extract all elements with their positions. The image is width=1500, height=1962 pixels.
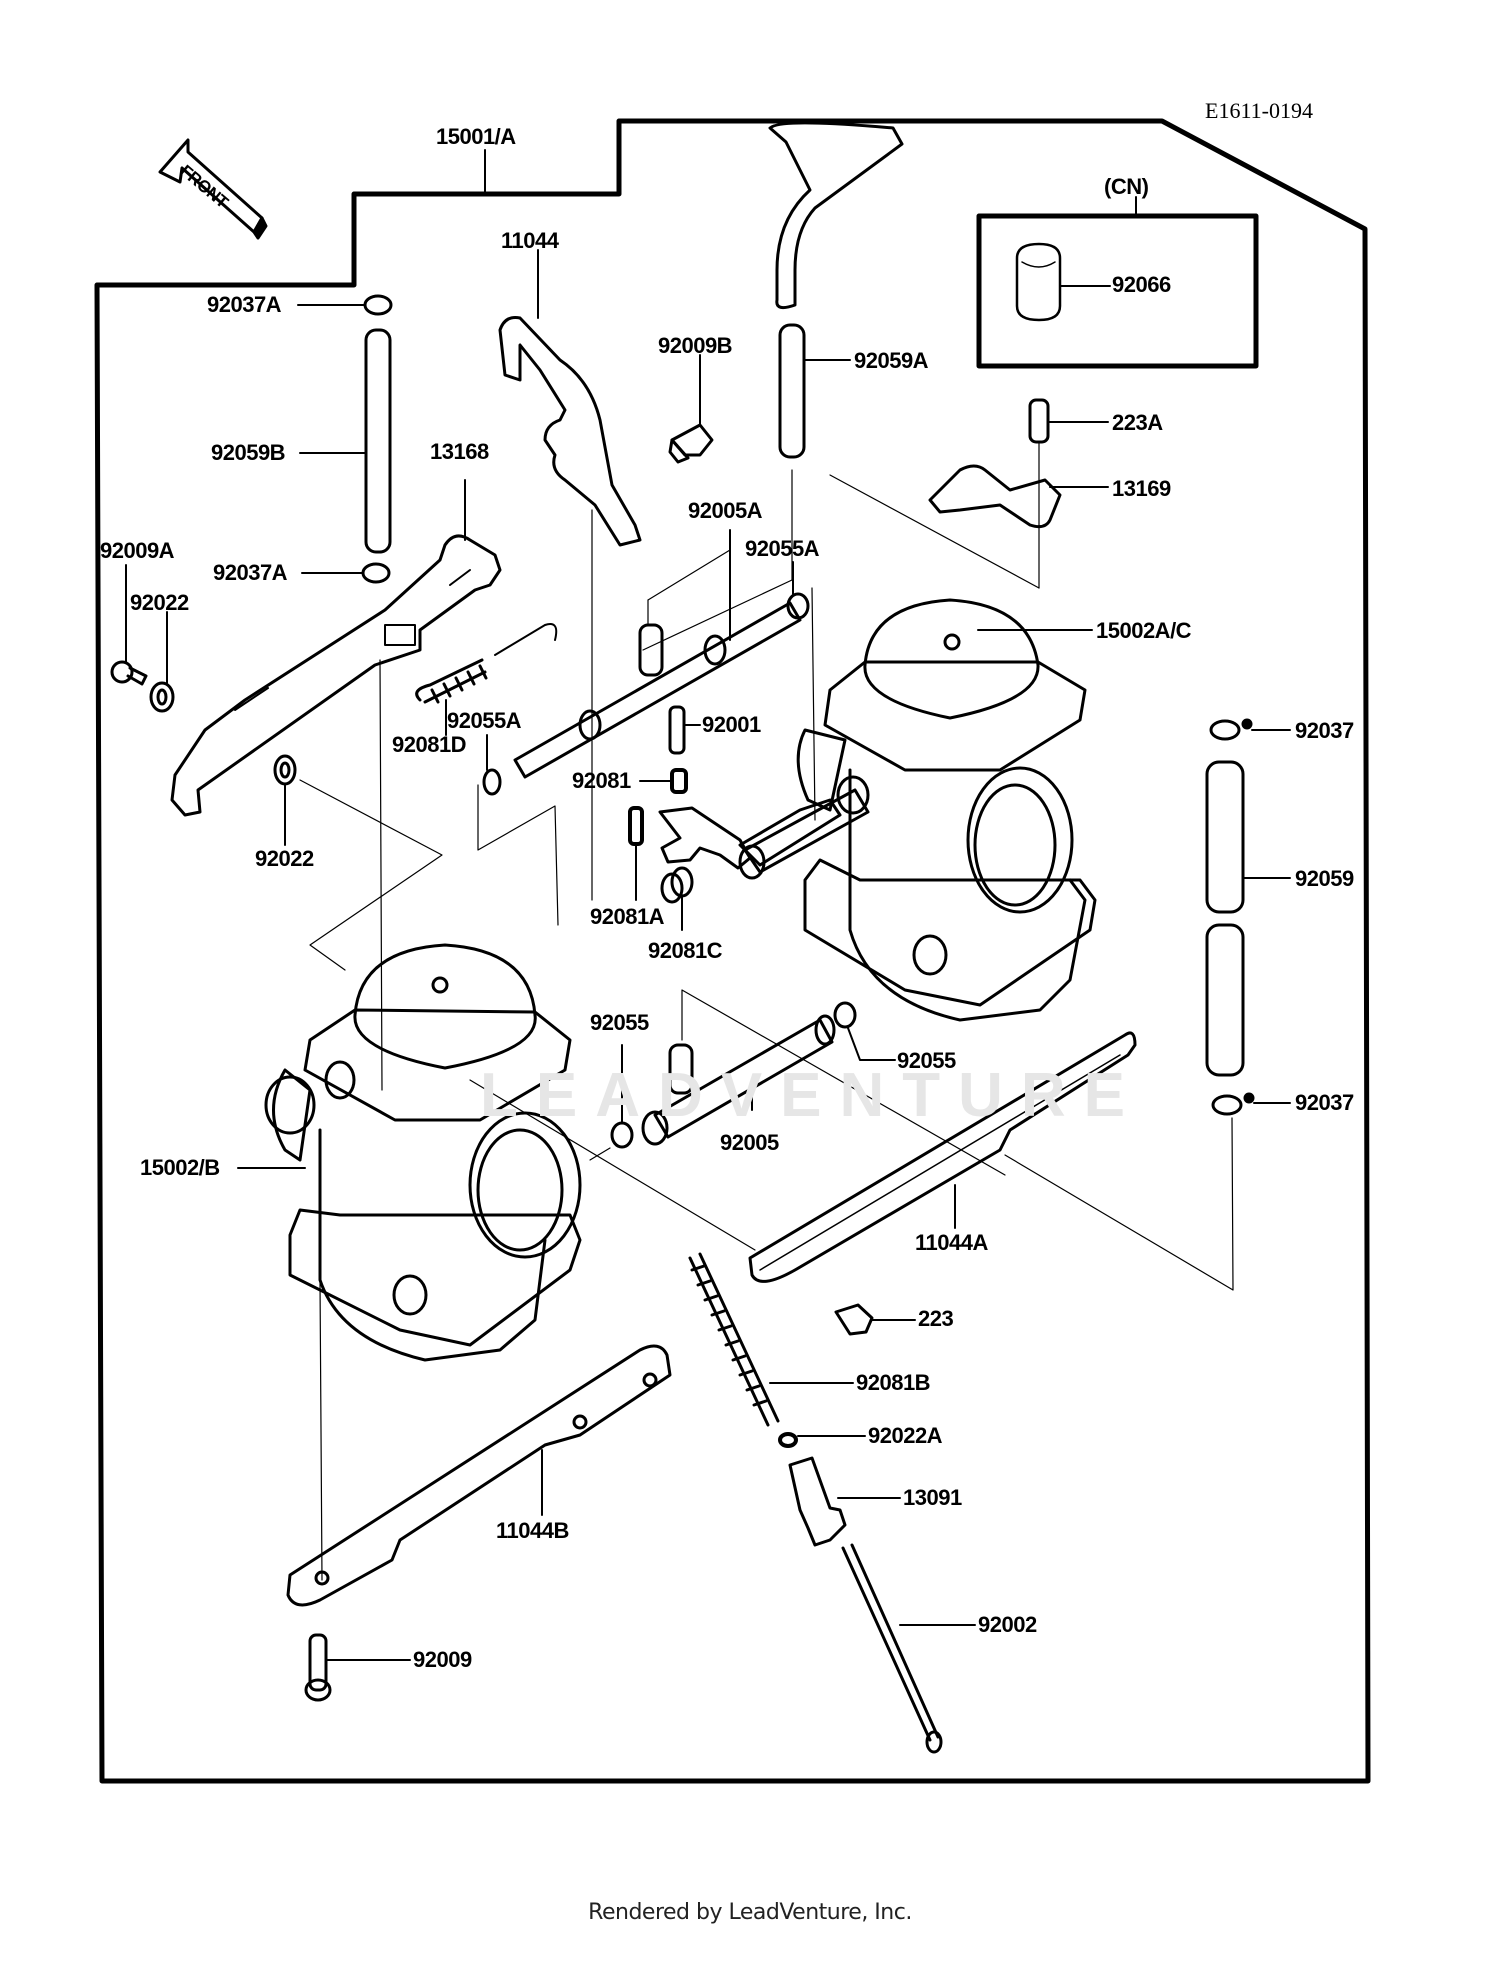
washer-92022A bbox=[780, 1434, 865, 1446]
spring-92081A bbox=[630, 808, 642, 900]
spring-92081B bbox=[690, 1254, 853, 1425]
label-cn: (CN) bbox=[1104, 174, 1149, 199]
guide-line bbox=[470, 1080, 755, 1250]
label-92066[interactable]: 92066 bbox=[1112, 272, 1171, 297]
clamp-92037A-top bbox=[298, 296, 391, 314]
footer-credit: Rendered by LeadVenture, Inc. bbox=[588, 1900, 912, 1925]
label-92037A-top[interactable]: 92037A bbox=[207, 292, 282, 317]
label-11044A[interactable]: 11044A bbox=[915, 1230, 988, 1255]
label-92005[interactable]: 92005 bbox=[720, 1130, 779, 1155]
label-92037-lower[interactable]: 92037 bbox=[1295, 1090, 1354, 1115]
washer-92022-center bbox=[275, 756, 442, 970]
label-92002[interactable]: 92002 bbox=[978, 1612, 1037, 1637]
fitting-92005A bbox=[515, 530, 800, 777]
label-13091[interactable]: 13091 bbox=[903, 1485, 962, 1510]
screw-223A bbox=[1030, 400, 1108, 588]
label-92059[interactable]: 92059 bbox=[1295, 866, 1354, 891]
plate-13169 bbox=[930, 466, 1108, 527]
assembly-border bbox=[97, 121, 1368, 1781]
label-223[interactable]: 223 bbox=[918, 1306, 954, 1331]
watermark: LEADVENTURE bbox=[480, 1061, 1144, 1130]
label-15002A-C[interactable]: 15002A/C bbox=[1096, 618, 1192, 643]
label-92055-lower-right[interactable]: 92055 bbox=[897, 1048, 956, 1073]
screw-92009 bbox=[306, 1635, 410, 1700]
label-92022A[interactable]: 92022A bbox=[868, 1423, 943, 1448]
label-92081D[interactable]: 92081D bbox=[392, 732, 467, 757]
adjuster-13091 bbox=[790, 1458, 900, 1545]
spring-92081C bbox=[662, 868, 692, 930]
label-92055A-left[interactable]: 92055A bbox=[447, 708, 522, 733]
label-223A[interactable]: 223A bbox=[1112, 410, 1163, 435]
tube-to-carb-right bbox=[740, 790, 868, 878]
screw-92009A bbox=[112, 565, 146, 684]
spring-92081 bbox=[640, 770, 686, 792]
screw-223 bbox=[836, 1305, 915, 1334]
spring-92081D bbox=[417, 624, 557, 735]
cap-92066 bbox=[1017, 244, 1110, 320]
screw-92009B bbox=[670, 355, 712, 462]
label-92009A[interactable]: 92009A bbox=[100, 538, 175, 563]
lever-plate-13168 bbox=[172, 480, 500, 815]
label-92059B[interactable]: 92059B bbox=[211, 440, 286, 465]
clamp-92037-upper bbox=[1211, 720, 1290, 739]
label-92001[interactable]: 92001 bbox=[702, 712, 761, 737]
label-92081B[interactable]: 92081B bbox=[856, 1370, 931, 1395]
clamp-92037A-lower bbox=[302, 564, 389, 582]
label-92081C[interactable]: 92081C bbox=[648, 938, 723, 963]
label-92009B[interactable]: 92009B bbox=[658, 333, 733, 358]
label-92009[interactable]: 92009 bbox=[413, 1647, 472, 1672]
bracket-11044B bbox=[288, 1346, 670, 1605]
cn-region-box bbox=[979, 216, 1256, 366]
label-92037A-lower[interactable]: 92037A bbox=[213, 560, 288, 585]
long-bolt-92002 bbox=[843, 1545, 975, 1752]
o-ring-92055A-left bbox=[478, 735, 558, 925]
label-11044B[interactable]: 11044B bbox=[496, 1518, 569, 1543]
tube-92059A bbox=[643, 325, 850, 650]
label-92059A[interactable]: 92059A bbox=[854, 348, 929, 373]
bent-tube bbox=[770, 123, 902, 308]
bracket-11044A bbox=[750, 1033, 1135, 1281]
drawing-code: E1611-0194 bbox=[1205, 98, 1313, 123]
bracket-11044 bbox=[500, 250, 640, 900]
front-arrow-icon bbox=[160, 140, 266, 238]
label-92005A[interactable]: 92005A bbox=[688, 498, 763, 523]
carburetor-left bbox=[238, 945, 580, 1580]
tube-92059B bbox=[300, 330, 390, 552]
clamp-92037-lower bbox=[1005, 1094, 1290, 1290]
label-92022-center[interactable]: 92022 bbox=[255, 846, 314, 871]
label-92022-left[interactable]: 92022 bbox=[130, 590, 189, 615]
label-92037-upper[interactable]: 92037 bbox=[1295, 718, 1354, 743]
label-92055A-right[interactable]: 92055A bbox=[745, 536, 820, 561]
fitting-92005 bbox=[643, 990, 1005, 1175]
label-13168[interactable]: 13168 bbox=[430, 439, 489, 464]
label-15001-A[interactable]: 15001/A bbox=[436, 124, 516, 149]
label-11044[interactable]: 11044 bbox=[501, 228, 559, 253]
tube-92059 bbox=[1207, 762, 1290, 1075]
bolt-92001 bbox=[670, 707, 700, 753]
o-ring-92055-lower-left bbox=[590, 1045, 632, 1160]
label-92055-lower-left[interactable]: 92055 bbox=[590, 1010, 649, 1035]
o-ring-92055-lower-right bbox=[835, 1003, 895, 1060]
washer-92022-left bbox=[151, 612, 173, 711]
label-92081A[interactable]: 92081A bbox=[590, 904, 665, 929]
lever-bracket bbox=[660, 800, 840, 868]
label-15002-B[interactable]: 15002/B bbox=[140, 1155, 220, 1180]
o-ring-92055A-right bbox=[788, 562, 815, 820]
label-13169[interactable]: 13169 bbox=[1112, 476, 1171, 501]
carburetor-right bbox=[798, 600, 1095, 1020]
label-92081[interactable]: 92081 bbox=[572, 768, 631, 793]
